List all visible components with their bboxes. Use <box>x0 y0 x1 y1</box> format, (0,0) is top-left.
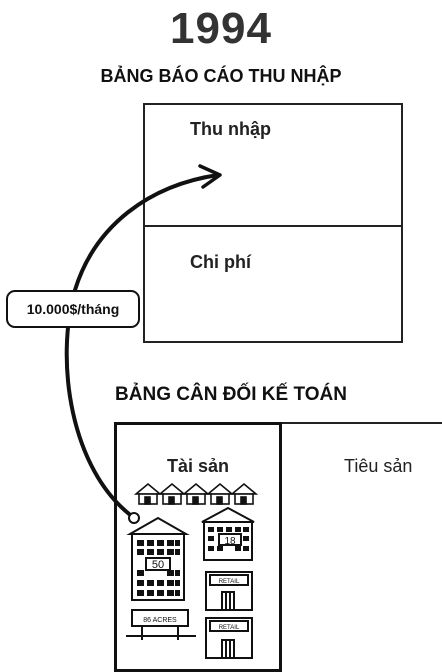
asset-illustrations: 50 18 RETAIL 86 ACRES RETAIL <box>126 482 259 659</box>
apartment-building-icon: 50 <box>126 516 190 601</box>
land-sign-icon: 86 ACRES <box>126 609 196 640</box>
income-statement-divider <box>143 225 403 227</box>
land-label: 86 ACRES <box>143 617 177 624</box>
assets-label: Tài sản <box>167 456 230 476</box>
cash-flow-label: 10.000$/tháng <box>6 290 140 328</box>
retail-shop-icon: RETAIL <box>205 617 253 659</box>
shop-2-label: RETAIL <box>219 625 240 631</box>
building-2-label: 18 <box>224 536 236 547</box>
shop-1-label: RETAIL <box>219 579 240 585</box>
liabilities-label: Tiêu sản <box>344 456 413 476</box>
year-title: 1994 <box>170 4 272 53</box>
liabilities-column-top-border <box>282 422 442 424</box>
income-label: Thu nhập <box>190 119 271 139</box>
retail-shop-icon: RETAIL <box>205 571 253 611</box>
income-statement-title: BẢNG BÁO CÁO THU NHẬP <box>100 66 342 86</box>
expense-label: Chi phí <box>190 252 251 272</box>
income-statement-box <box>143 103 403 343</box>
apartment-building-icon: 18 <box>201 506 255 561</box>
balance-sheet-title: BẢNG CÂN ĐỐI KẾ TOÁN <box>115 384 347 405</box>
building-1-label: 50 <box>152 559 164 571</box>
houses-icon <box>133 482 259 505</box>
